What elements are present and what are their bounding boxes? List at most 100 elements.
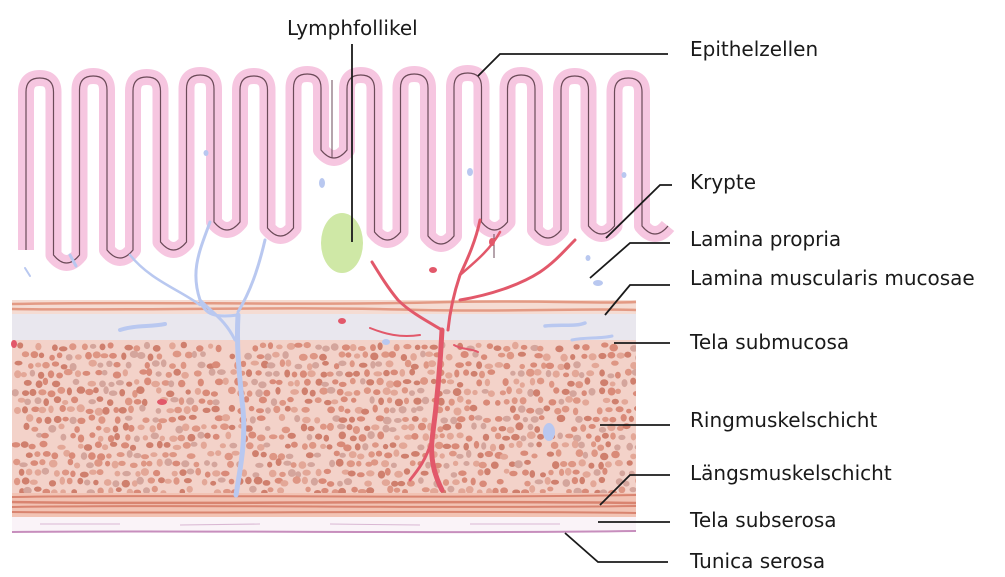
muscle-cell: [560, 354, 567, 362]
muscle-cell: [512, 342, 519, 349]
muscle-cell: [549, 399, 557, 405]
muscle-cell: [122, 471, 131, 476]
muscle-cell: [42, 362, 50, 369]
muscle-cell: [413, 398, 421, 405]
muscle-cell: [229, 443, 237, 449]
muscle-cell: [169, 436, 177, 442]
muscle-cell: [267, 362, 276, 368]
muscle-cell: [108, 435, 114, 442]
muscle-cell: [503, 378, 509, 386]
muscle-cell: [36, 380, 43, 388]
muscle-cell: [56, 373, 63, 379]
muscle-cell: [22, 390, 29, 396]
muscle-cell: [617, 353, 625, 359]
muscle-cell: [80, 472, 89, 478]
muscle-cell: [249, 406, 255, 411]
muscle-cell: [173, 445, 182, 450]
muscle-cell: [562, 406, 570, 413]
muscle-cell: [357, 416, 365, 421]
muscle-cell: [494, 345, 502, 351]
muscle-cell: [384, 407, 390, 413]
muscle-cell: [68, 459, 74, 466]
muscle-cell: [108, 342, 114, 348]
muscle-cell: [38, 372, 44, 379]
muscle-cell: [248, 432, 256, 439]
muscle-cell: [535, 479, 544, 484]
muscle-cell: [95, 370, 102, 375]
muscle-cell: [401, 425, 408, 431]
muscle-cell: [60, 405, 66, 412]
muscle-cell: [294, 343, 302, 348]
muscle-cell: [618, 435, 625, 440]
muscle-cell: [21, 372, 27, 377]
muscle-cell: [184, 478, 192, 483]
muscle-cell: [52, 381, 60, 388]
muscle-cell: [553, 371, 560, 378]
muscle-cell: [575, 416, 583, 423]
muscle-cell: [539, 415, 545, 420]
muscle-cell: [293, 476, 301, 484]
muscle-cell: [385, 468, 391, 476]
muscle-cell: [348, 471, 356, 477]
muscle-cell: [592, 363, 600, 368]
muscle-cell: [332, 379, 338, 384]
muscle-cell: [39, 459, 45, 465]
muscle-cell: [74, 426, 80, 433]
muscle-cell: [112, 461, 119, 469]
muscle-cell: [454, 408, 462, 416]
muscle-cell: [495, 362, 504, 368]
muscle-cell: [500, 454, 508, 460]
muscle-cell: [192, 425, 201, 431]
muscle-cell: [57, 387, 65, 394]
muscle-cell: [294, 415, 300, 422]
muscle-cell: [381, 460, 389, 467]
muscle-cell: [567, 381, 575, 387]
muscle-cell: [602, 468, 607, 475]
muscle-cell: [285, 444, 291, 449]
muscle-cell: [528, 424, 534, 430]
muscle-cell: [162, 452, 169, 458]
muscle-cell: [276, 380, 283, 385]
muscle-cell: [124, 345, 133, 351]
muscle-cell: [232, 451, 240, 456]
muscle-cell: [421, 471, 429, 476]
muscle-cell: [115, 471, 121, 477]
muscle-cell: [67, 406, 75, 412]
muscle-cell: [150, 425, 156, 432]
muscle-cell: [423, 433, 430, 441]
muscle-cell: [161, 359, 167, 367]
muscle-cell: [472, 390, 477, 395]
muscle-cell: [601, 342, 608, 347]
muscle-cell: [220, 423, 229, 430]
muscle-cell: [450, 417, 457, 425]
muscle-cell: [279, 414, 285, 421]
muscle-cell: [178, 380, 185, 387]
muscle-cell: [451, 472, 458, 478]
muscle-cell: [43, 378, 48, 385]
tunica-serosa-layer: [12, 531, 636, 532]
muscle-cell: [207, 451, 214, 457]
muscle-cell: [387, 397, 392, 403]
muscle-cell: [350, 344, 357, 351]
muscle-cell: [48, 406, 53, 414]
muscle-cell: [350, 436, 357, 442]
muscle-cell: [95, 441, 102, 448]
muscle-cell: [178, 415, 186, 420]
muscle-cell: [48, 370, 54, 378]
muscle-cell: [543, 354, 551, 361]
muscle-cell: [130, 445, 136, 451]
muscle-cell: [287, 343, 296, 350]
muscle-cell: [157, 353, 163, 359]
muscle-cell: [351, 398, 356, 403]
muscle-cell: [520, 397, 527, 404]
label-lamina-propria: Lamina propria: [690, 227, 841, 251]
muscle-cell: [207, 400, 213, 406]
muscle-cell: [586, 433, 592, 438]
muscle-cell: [559, 469, 564, 476]
muscle-cell: [350, 378, 356, 384]
muscle-cell: [453, 388, 462, 396]
muscle-cell: [81, 452, 87, 460]
muscle-cell: [77, 418, 85, 424]
label-krypte: Krypte: [690, 170, 756, 194]
muscle-cell: [210, 481, 216, 486]
